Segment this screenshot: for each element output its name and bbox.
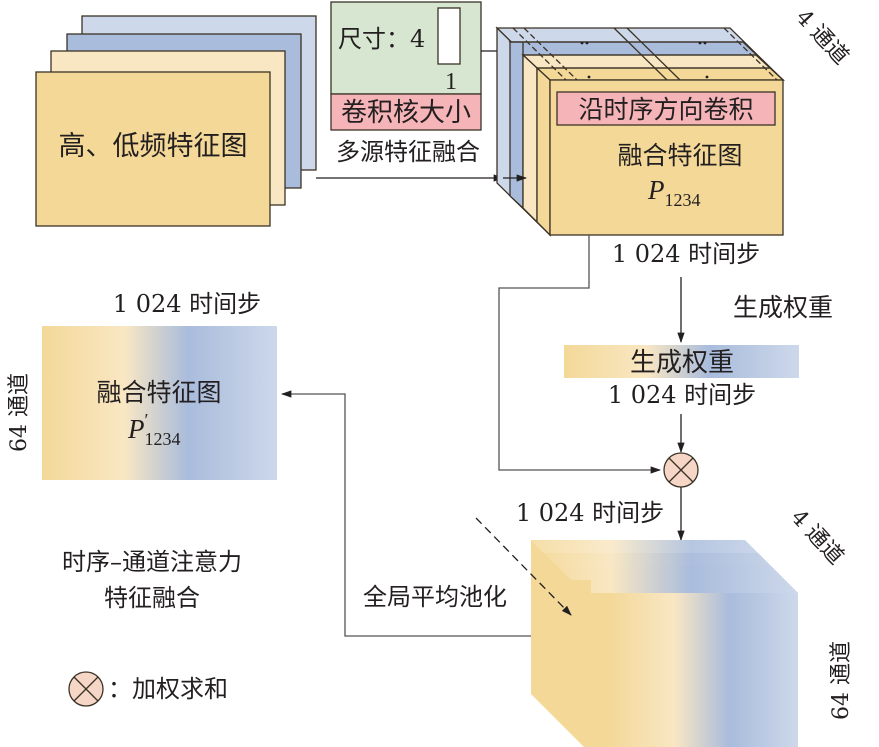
temporal-conv-label-bg <box>556 91 776 126</box>
pooling-dashed-arrow <box>475 517 572 616</box>
kernel-size-box: 尺寸：4 1 卷积核大小 <box>330 1 482 131</box>
temporal-conv-label: 沿时序方向卷积 <box>578 95 753 124</box>
legend-weighted-sum: ：加权求和 <box>68 671 228 707</box>
window-line-3 <box>613 27 668 81</box>
fused-block-channels-label: 4 通道 <box>791 5 854 70</box>
result-map-symbol: P′1234 <box>127 410 180 449</box>
result-map-channels-label: 64 通道 <box>7 373 32 452</box>
pooling-to-result-path <box>280 390 531 637</box>
weight-bar <box>564 345 799 378</box>
weight-bar-steps-label: 1 024 时间步 <box>608 381 756 409</box>
ellipsis-dot <box>705 75 709 79</box>
fused-feature-block: 沿时序方向卷积 融合特征图 P1234 <box>495 26 785 237</box>
fused-map-title: 融合特征图 <box>617 141 742 170</box>
window-line-1 <box>512 27 567 81</box>
block-layer-1-side <box>536 66 551 237</box>
fused-map-symbol: P1234 <box>647 175 701 210</box>
ellipsis-dot <box>698 41 702 45</box>
output-cube-steps-label: 1 024 时间步 <box>516 499 664 527</box>
input-stack-label: 高、低频特征图 <box>59 131 248 162</box>
result-map-steps-label: 1 024 时间步 <box>113 290 261 318</box>
module-caption-line2: 特征融合 <box>104 584 200 612</box>
fused-block-steps-label: 1 024 时间步 <box>612 240 760 268</box>
result-feature-map <box>42 326 277 480</box>
legend-sum-icon <box>68 671 104 707</box>
module-caption-line1: 时序–通道注意力 <box>62 548 242 576</box>
output-cube-front <box>584 593 798 747</box>
weighted-sum-node <box>663 452 699 488</box>
ellipsis-dot <box>703 41 707 45</box>
kernel-caption: 卷积核大小 <box>341 98 471 128</box>
kernel-shape <box>437 7 461 65</box>
ellipsis-dot <box>585 41 589 45</box>
window-line-4 <box>626 27 681 81</box>
multi-source-fusion-label: 多源特征融合 <box>336 138 480 166</box>
output-cube <box>531 540 798 747</box>
block-layer-2-side <box>522 53 538 224</box>
kernel-size-label: 尺寸：4 <box>338 25 425 53</box>
result-map-title: 融合特征图 <box>96 378 221 407</box>
kernel-caption-background <box>330 93 482 131</box>
global-avg-pooling-label: 全局平均池化 <box>363 583 507 611</box>
window-line-5 <box>723 27 778 81</box>
ellipsis-dot <box>580 41 584 45</box>
output-cube-depth-label: 4 通道 <box>786 505 849 570</box>
window-line-2 <box>523 27 578 81</box>
kernel-width-label: 1 <box>445 69 457 95</box>
ellipsis-dot <box>587 75 591 79</box>
weight-bar-label: 生成权重 <box>630 348 734 378</box>
output-cube-height-label: 64 通道 <box>829 641 854 720</box>
output-cube-front-left <box>531 580 591 694</box>
residual-path <box>498 235 662 474</box>
weight-generation-side-label: 生成权重 <box>733 293 833 322</box>
input-layer-1 <box>35 71 271 227</box>
block-layer-3-side <box>509 41 524 210</box>
legend-text: ：加权求和 <box>108 675 228 703</box>
input-feature-stack: 高、低频特征图 <box>35 15 317 227</box>
output-cube-layer-3 <box>531 566 798 593</box>
